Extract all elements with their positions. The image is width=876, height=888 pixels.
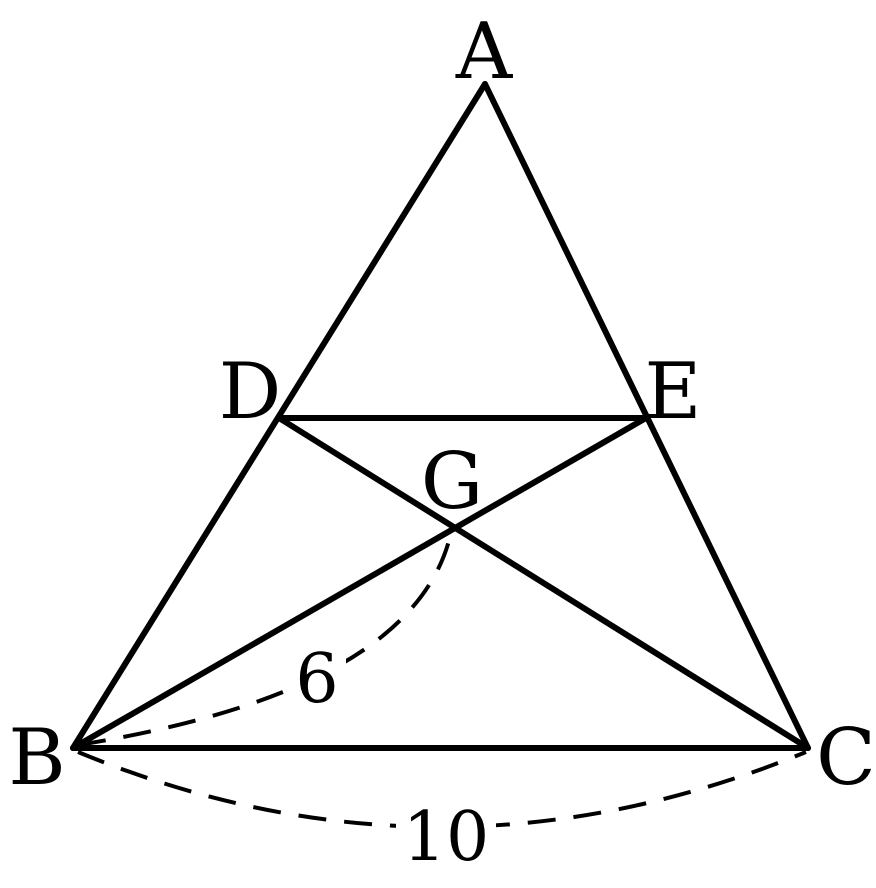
label-bc-backdrop (396, 798, 496, 870)
label-a: A (455, 7, 514, 97)
label-e: E (645, 347, 702, 437)
label-g: G (421, 437, 483, 527)
measure-bg: 6 (295, 640, 338, 719)
segment-be (70, 415, 649, 751)
label-bg-backdrop (288, 640, 346, 708)
segment-cd (276, 415, 811, 751)
label-b: B (8, 713, 65, 803)
label-d: D (219, 347, 282, 437)
measure-bc: 10 (403, 798, 490, 877)
label-c: C (816, 713, 876, 803)
